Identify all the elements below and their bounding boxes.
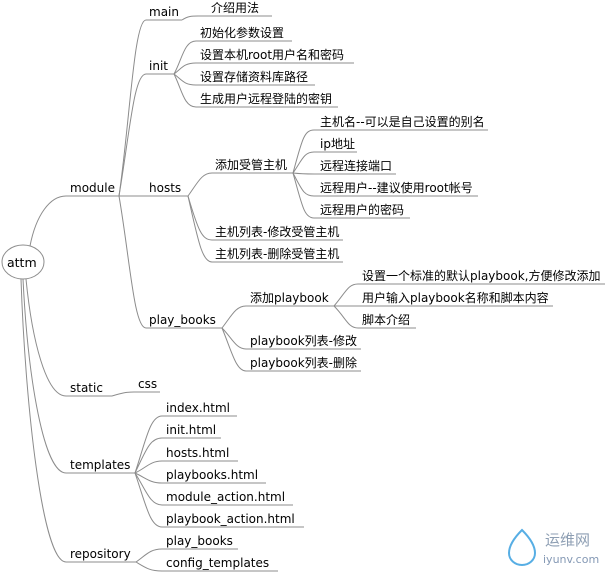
leaf-repository-1: config_templates — [166, 556, 269, 570]
branch-templates: templates — [70, 458, 130, 472]
leaf-static-0: css — [138, 377, 157, 391]
root-label: attm — [7, 255, 37, 270]
edge-hosts-add-leaf-0 — [292, 129, 488, 174]
edge-init-leaf-1 — [173, 62, 354, 75]
leaf-hosts-add-0: 主机名--可以是自己设置的别名 — [320, 114, 485, 129]
leaf-init-3: 生成用户远程登陆的密钥 — [200, 91, 332, 106]
edge-repository-leaf-1 — [135, 561, 278, 572]
leaf-hosts-add-1: ip地址 — [320, 137, 355, 151]
edge-templates-leaf-2 — [134, 460, 238, 474]
edge-templates-leaf-3 — [134, 472, 266, 484]
node-hosts-add: 添加受管主机 — [215, 157, 287, 172]
edge-templates-leaf-4 — [134, 472, 293, 506]
edge-pb-list-modify — [221, 327, 361, 350]
edge-templates-leaf-0 — [134, 415, 237, 474]
node-hosts-list-delete: 主机列表-删除受管主机 — [215, 246, 339, 261]
node-init: init — [149, 59, 168, 73]
edge-hosts-add-leaf-3 — [292, 172, 478, 197]
edge-repository-leaf-0 — [135, 548, 238, 563]
leaf-pb-add-2: 脚本介绍 — [362, 312, 410, 327]
edge-static-leaf-0 — [111, 391, 160, 397]
node-pb-list-delete: playbook列表-删除 — [250, 355, 357, 370]
leaf-hosts-add-4: 远程用户的密码 — [320, 202, 404, 217]
node-play-books: play_books — [149, 313, 216, 327]
leaf-templates-0: index.html — [166, 401, 230, 415]
branch-repository: repository — [70, 547, 131, 561]
edge-init-leaf-2 — [173, 73, 315, 86]
edge-templates-leaf-5 — [134, 472, 304, 528]
node-hosts-list-modify: 主机列表-修改受管主机 — [215, 224, 339, 239]
leaf-templates-4: module_action.html — [166, 490, 285, 504]
leaf-templates-1: init.html — [166, 423, 216, 437]
edge-module-play-books — [118, 195, 222, 329]
watermark-name: 运维网 — [545, 531, 590, 549]
node-hosts: hosts — [149, 181, 181, 195]
node-pb-list-modify: playbook列表-修改 — [250, 333, 357, 348]
leaf-hosts-add-2: 远程连接端口 — [320, 158, 392, 173]
edge-init-leaf-0 — [173, 40, 292, 75]
leaf-init-1: 设置本机root用户名和密码 — [200, 47, 344, 62]
leaf-templates-5: playbook_action.html — [166, 512, 295, 526]
edge-pb-add — [221, 305, 334, 329]
branch-static: static — [70, 381, 103, 395]
leaf-pb-add-0: 设置一个标准的默认playbook,方便修改添加 — [362, 268, 600, 283]
edge-root-static — [25, 278, 112, 397]
edge-hosts-list-modify — [187, 195, 343, 241]
leaf-main-0: 介绍用法 — [211, 1, 259, 15]
edge-init-leaf-3 — [173, 73, 338, 108]
watermark-url: iyunv.com — [543, 553, 599, 566]
leaf-templates-3: playbooks.html — [166, 468, 258, 482]
edge-hosts-add-leaf-2 — [292, 172, 396, 175]
edge-root-module — [29, 195, 119, 247]
edge-module-main — [118, 19, 182, 197]
watermark-drop-icon — [507, 528, 537, 567]
edge-pb-add-leaf-2 — [333, 305, 416, 329]
edge-module-init — [118, 73, 174, 197]
edge-hosts-add-leaf-4 — [292, 172, 410, 219]
leaf-init-2: 设置存储资料库路径 — [200, 69, 308, 84]
edge-root-templates — [22, 278, 135, 474]
leaf-init-0: 初始化参数设置 — [200, 25, 284, 40]
edge-pb-list-delete — [221, 327, 361, 372]
leaf-hosts-add-3: 远程用户--建议使用root帐号 — [320, 180, 473, 195]
edge-hosts-add-leaf-1 — [292, 151, 357, 174]
edge-root-repository — [20, 278, 136, 563]
node-pb-add: 添加playbook — [250, 291, 329, 305]
edge-pb-add-leaf-0 — [333, 283, 605, 307]
leaf-repository-0: play_books — [166, 534, 233, 548]
edge-hosts-add — [187, 172, 293, 197]
branch-module: module — [70, 181, 115, 195]
watermark: 运维网 iyunv.com — [507, 528, 599, 567]
edge-templates-leaf-1 — [134, 437, 221, 474]
edge-hosts-list-delete — [187, 195, 343, 263]
leaf-templates-2: hosts.html — [166, 446, 229, 460]
leaf-pb-add-1: 用户输入playbook名称和脚本内容 — [362, 290, 549, 305]
node-main: main — [149, 5, 179, 19]
edge-main-leaf-0 — [181, 15, 272, 21]
